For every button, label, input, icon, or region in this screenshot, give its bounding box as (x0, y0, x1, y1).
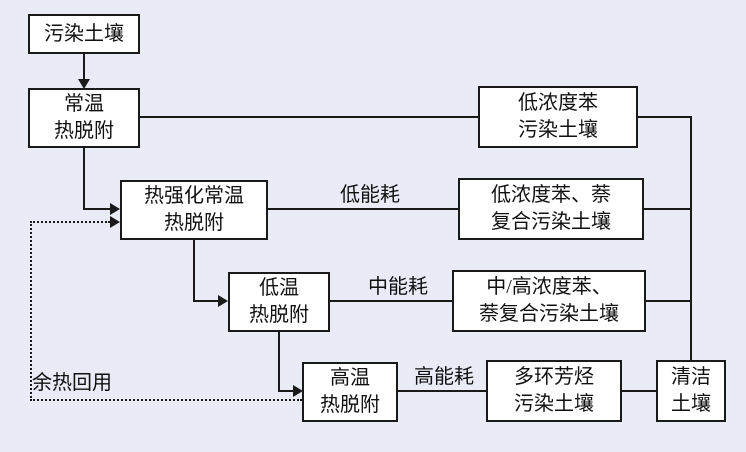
connector-lowtemp-down (278, 332, 280, 392)
node-label: 中/高浓度苯、 (486, 276, 612, 298)
connector-pah-to-clean (622, 390, 656, 392)
connector-ambient-to-enhanced (83, 208, 111, 210)
node-low-benzene-naphthalene-soil: 低浓度苯、萘 复合污染土壤 (458, 178, 644, 240)
connector-polluted-to-ambient (83, 54, 85, 80)
node-label: 常温 (64, 93, 104, 115)
node-label: 土壤 (671, 393, 711, 415)
node-pah-soil: 多环芳烃 污染土壤 (486, 360, 622, 422)
node-label: 污染土壤 (514, 393, 594, 415)
node-label: 清洁 (671, 366, 711, 388)
node-low-temp-desorption: 低温 热脱附 (228, 272, 330, 332)
edge-label-high-energy: 高能耗 (414, 366, 474, 388)
edge-label-low-energy: 低能耗 (340, 184, 400, 206)
connector-lowbenzene-to-bus (638, 116, 692, 118)
arrowhead-down-icon (78, 79, 90, 89)
node-label: 热强化常温 (144, 185, 244, 207)
connector-enhanced-down (193, 240, 195, 302)
node-label: 复合污染土壤 (491, 211, 611, 233)
node-label: 热脱附 (320, 394, 380, 416)
node-label: 热脱附 (164, 212, 224, 234)
node-label: 高温 (330, 367, 370, 389)
connector-enhanced-to-lowbn (268, 208, 458, 210)
connector-hightemp-to-pah (398, 390, 486, 392)
arrowhead-right-icon (110, 203, 120, 215)
node-label: 低温 (259, 277, 299, 299)
connector-lowbn-to-bus (644, 208, 692, 210)
node-label: 污染土壤 (518, 119, 598, 141)
connector-enhanced-to-lowtemp (193, 300, 219, 302)
connector-lowtemp-to-midhigh (330, 300, 452, 302)
node-label: 污染土壤 (44, 22, 124, 45)
connector-midhigh-to-bus (646, 300, 692, 302)
node-low-benzene-soil: 低浓度苯 污染土壤 (478, 86, 638, 148)
node-label: 萘复合污染土壤 (479, 303, 619, 325)
node-label: 低浓度苯、萘 (491, 184, 611, 206)
connector-ambient-down (83, 148, 85, 210)
edge-label-medium-energy: 中能耗 (368, 276, 428, 298)
node-label: 低浓度苯 (518, 92, 598, 114)
arrowhead-right-icon (293, 385, 303, 397)
node-label: 热脱附 (54, 120, 114, 142)
connector-lowtemp-to-hightemp (278, 390, 294, 392)
connector-right-bus (690, 116, 692, 360)
node-high-temp-desorption: 高温 热脱附 (302, 362, 398, 422)
arrowhead-right-icon (218, 295, 228, 307)
connector-wasteheat-bottom (30, 399, 302, 401)
node-clean-soil: 清洁 土壤 (656, 360, 726, 422)
edge-label-waste-heat-reuse: 余热回用 (32, 372, 112, 394)
arrowhead-right-icon (110, 216, 120, 228)
node-enhanced-ambient-desorption: 热强化常温 热脱附 (120, 180, 268, 240)
node-label: 热脱附 (249, 304, 309, 326)
node-polluted-soil: 污染土壤 (28, 14, 140, 54)
node-mid-high-benzene-naphthalene-soil: 中/高浓度苯、 萘复合污染土壤 (452, 270, 646, 332)
node-ambient-thermal-desorption: 常温 热脱附 (28, 88, 140, 148)
connector-ambient-to-lowbenzene (140, 116, 478, 118)
connector-wasteheat-top (30, 221, 110, 223)
connector-wasteheat-left (30, 221, 32, 401)
node-label: 多环芳烃 (514, 366, 594, 388)
